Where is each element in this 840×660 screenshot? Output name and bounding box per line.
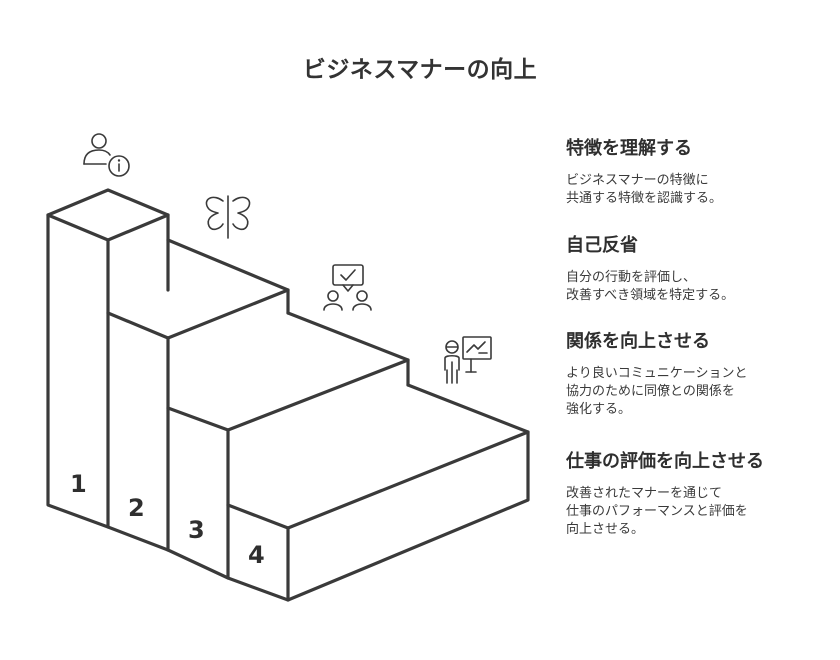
step-3-description: より良いコミュニケーションと 協力のために同僚との関係を 強化する。 <box>566 366 748 417</box>
step-4-heading: 仕事の評価を向上させる <box>566 451 764 472</box>
stair-block-2 <box>106 238 290 552</box>
step-number-3: 3 <box>188 516 205 544</box>
user-info-icon <box>83 133 130 177</box>
stair-block-4 <box>226 383 530 602</box>
step-4-description-block: 仕事の評価を向上させる 改善されたマナーを通じて 仕事のパフォーマンスと評価を … <box>566 447 816 539</box>
stair-block-1 <box>46 188 170 529</box>
step-1-heading: 特徴を理解する <box>566 138 692 159</box>
step-number-1: 1 <box>70 470 87 498</box>
step-1-description-block: 特徴を理解する ビジネスマナーの特徴に 共通する特徴を認識する。 <box>566 134 816 208</box>
step-2-heading: 自己反省 <box>566 235 638 256</box>
step-1-description: ビジネスマナーの特徴に 共通する特徴を認識する。 <box>566 173 723 206</box>
step-number-2: 2 <box>128 494 145 522</box>
step-2-description-block: 自己反省 自分の行動を評価し、 改善すべき領域を特定する。 <box>566 231 816 305</box>
diagram-title: ビジネスマナーの向上 <box>302 57 538 83</box>
step-2-description: 自分の行動を評価し、 改善すべき領域を特定する。 <box>566 270 735 303</box>
step-3-description-block: 関係を向上させる より良いコミュニケーションと 協力のために同僚との関係を 強化… <box>566 327 816 419</box>
butterfly-mirror-icon <box>205 195 251 239</box>
step-number-4: 4 <box>248 541 265 569</box>
presenter-chart-icon <box>444 336 492 384</box>
step-3-heading: 関係を向上させる <box>566 331 710 352</box>
step-4-description: 改善されたマナーを通じて 仕事のパフォーマンスと評価を 向上させる。 <box>566 486 748 537</box>
people-approval-icon <box>323 264 372 311</box>
